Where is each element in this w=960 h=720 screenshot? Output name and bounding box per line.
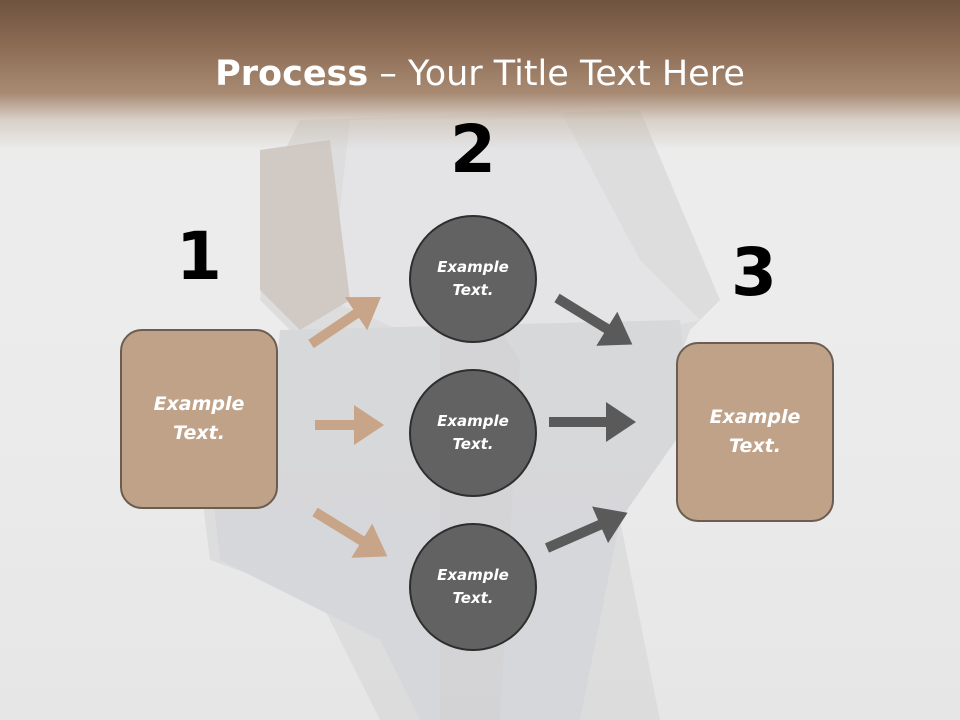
arrow-1-to-2a — [308, 296, 381, 349]
step-2-number: 2 — [450, 111, 496, 188]
step-1-box: Example Text. — [120, 329, 278, 509]
step-2-circle-3: Example Text. — [409, 523, 537, 651]
arrow-1-to-2c — [312, 507, 388, 558]
title-bold: Process — [215, 54, 369, 94]
arrow-2a-to-3 — [554, 293, 633, 346]
step-2-circle-2-text: Example Text. — [437, 412, 509, 453]
step-2-circle-1: Example Text. — [409, 215, 537, 343]
step-3-text: Example Text. — [709, 406, 801, 457]
step-3-number: 3 — [731, 234, 777, 311]
step-1-text: Example Text. — [153, 393, 245, 444]
title-band — [0, 0, 960, 150]
step-3-box: Example Text. — [676, 342, 834, 522]
slide-title: Process – Your Title Text Here — [0, 52, 960, 96]
step-2-circle-1-text: Example Text. — [437, 258, 509, 299]
arrow-2c-to-3 — [544, 506, 628, 553]
step-2-circle-3-text: Example Text. — [437, 566, 509, 607]
title-rest: – Your Title Text Here — [368, 54, 745, 94]
step-1-number: 1 — [176, 218, 222, 295]
step-2-circle-2: Example Text. — [409, 369, 537, 497]
